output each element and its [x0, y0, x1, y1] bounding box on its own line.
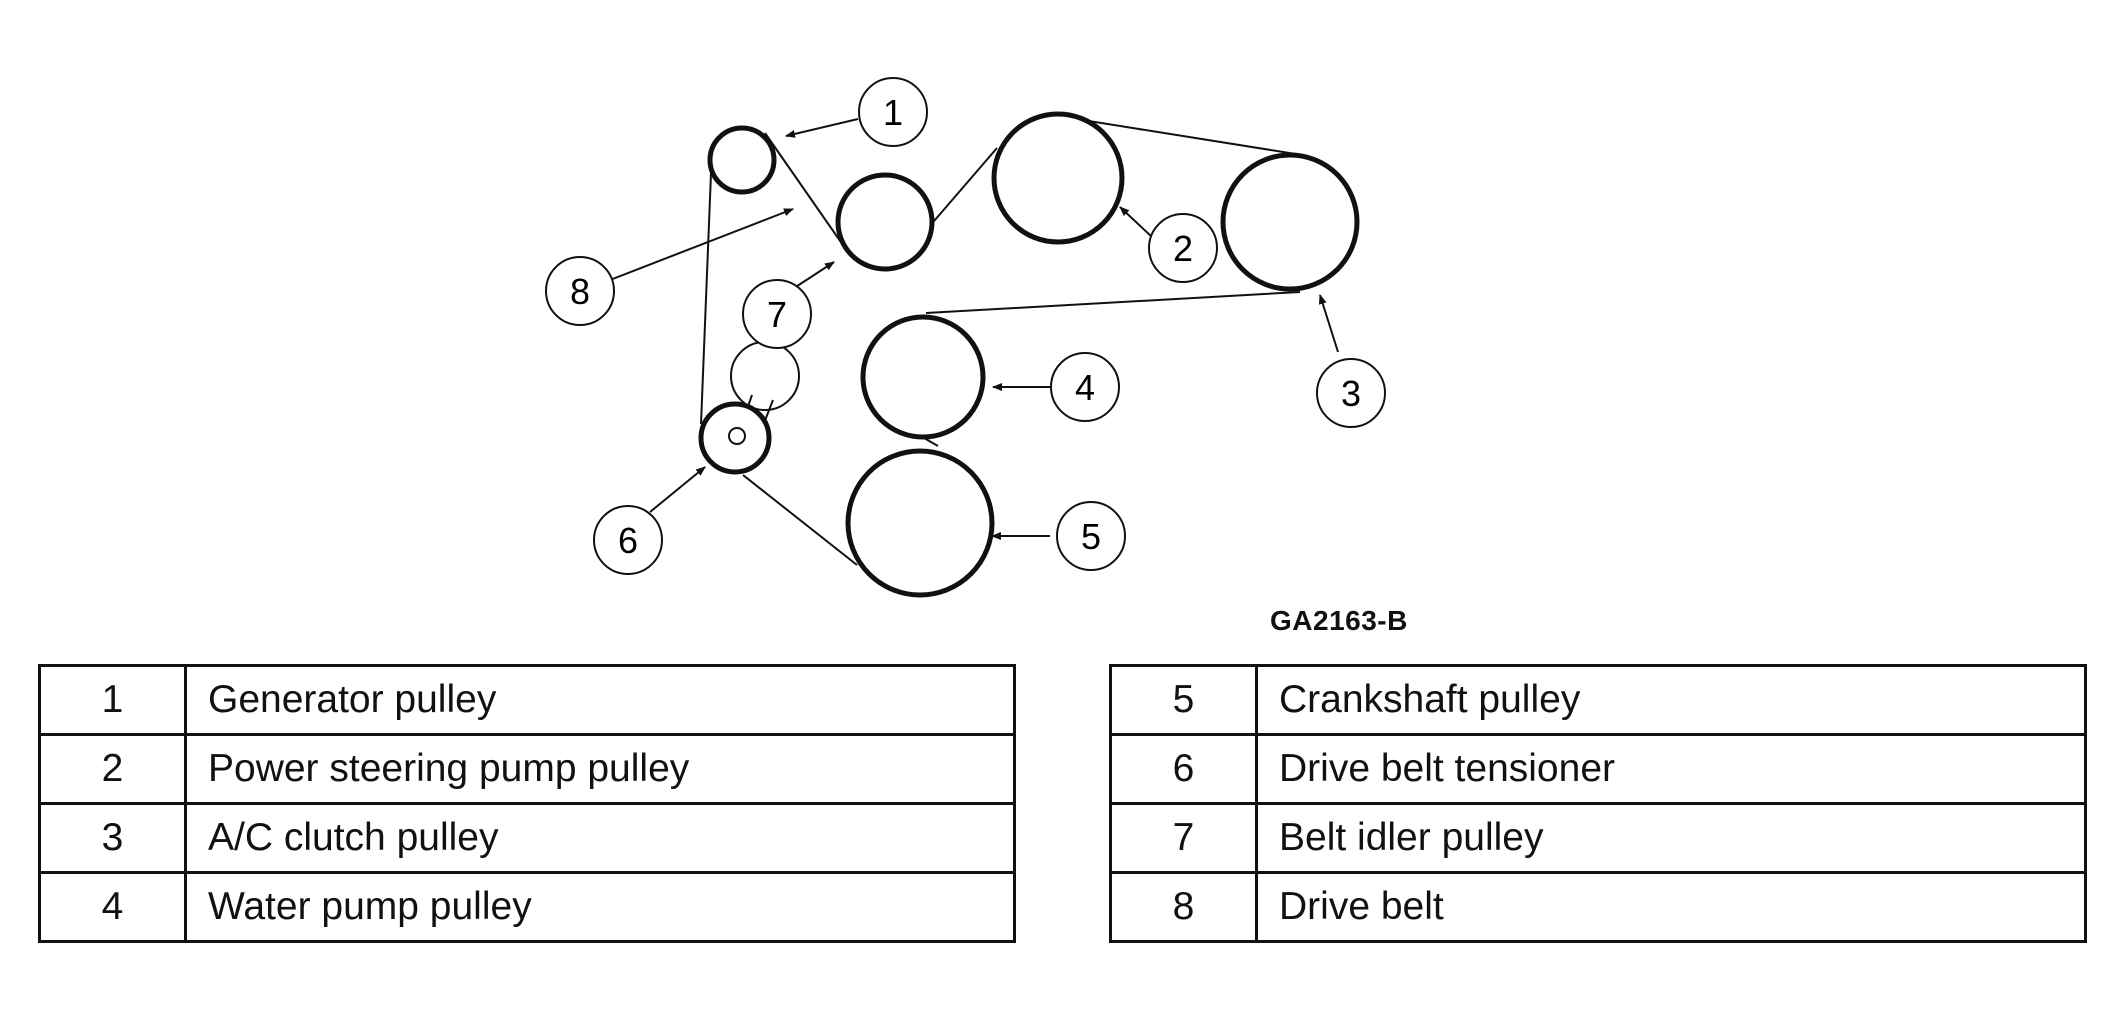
belt-segment	[921, 147, 998, 236]
legend-number: 7	[1109, 802, 1258, 874]
legend-number: 8	[1109, 871, 1258, 943]
legend-row: 2 Power steering pump pulley	[38, 733, 1016, 805]
callout-arrow-6	[649, 466, 706, 513]
callout-8: 8	[545, 256, 615, 326]
callout-bubbles: 1 2 3 4 5 6 7 8	[545, 77, 1386, 575]
legend-number: 2	[38, 733, 187, 805]
generator-pulley	[707, 125, 777, 195]
belt-segment	[925, 291, 1301, 314]
callout-arrow-8	[609, 208, 794, 281]
legend-table-left: 1 Generator pulley 2 Power steering pump…	[38, 664, 1016, 943]
legend-row: 5 Crankshaft pulley	[1109, 664, 2087, 736]
callout-arrow-3	[1318, 294, 1339, 353]
belt-idler-pulley	[730, 341, 800, 411]
water-pump-pulley	[860, 314, 986, 440]
callout-7: 7	[742, 279, 812, 349]
figure-code: GA2163-B	[1270, 605, 1408, 636]
legend-row: 1 Generator pulley	[38, 664, 1016, 736]
belt-segment	[700, 147, 713, 425]
legend-description: Drive belt tensioner	[1255, 733, 2087, 805]
callout-1: 1	[858, 77, 928, 147]
power-steering-pump-pulley	[991, 111, 1125, 245]
svg-text:8: 8	[570, 271, 590, 312]
legend-description: Power steering pump pulley	[184, 733, 1016, 805]
callout-2: 2	[1148, 213, 1218, 283]
legend-row: 7 Belt idler pulley	[1109, 802, 2087, 874]
legend-row: 3 A/C clutch pulley	[38, 802, 1016, 874]
callout-3: 3	[1316, 358, 1386, 428]
legend-description: Water pump pulley	[184, 871, 1016, 943]
legend-row: 6 Drive belt tensioner	[1109, 733, 2087, 805]
ac-clutch-pulley	[1220, 152, 1360, 292]
callout-4: 4	[1050, 352, 1120, 422]
legend-description: Generator pulley	[184, 664, 1016, 736]
legend-description: Belt idler pulley	[1255, 802, 2087, 874]
legend-description: A/C clutch pulley	[184, 802, 1016, 874]
callout-arrow-2	[1119, 206, 1153, 238]
callout-arrow-1	[785, 118, 859, 138]
legend-number: 4	[38, 871, 187, 943]
svg-text:2: 2	[1173, 228, 1193, 269]
svg-text:4: 4	[1075, 367, 1095, 408]
tensioner-pivot	[728, 427, 746, 445]
svg-text:3: 3	[1341, 373, 1361, 414]
callout-6: 6	[593, 505, 663, 575]
crankshaft-pulley	[845, 448, 995, 598]
belt-segment	[764, 132, 846, 249]
belt-routing-diagram: 1 2 3 4 5 6 7 8	[545, 77, 1386, 598]
legend-row: 4 Water pump pulley	[38, 871, 1016, 943]
svg-text:5: 5	[1081, 516, 1101, 557]
legend-number: 5	[1109, 664, 1258, 736]
legend-number: 6	[1109, 733, 1258, 805]
belt-segment	[742, 474, 858, 566]
drive-belt-pulley	[835, 172, 935, 272]
svg-text:1: 1	[883, 92, 903, 133]
legend-description: Crankshaft pulley	[1255, 664, 2087, 736]
legend-number: 3	[38, 802, 187, 874]
legend-table-right: 5 Crankshaft pulley 6 Drive belt tension…	[1109, 664, 2087, 943]
legend-number: 1	[38, 664, 187, 736]
pulleys	[698, 111, 1360, 598]
legend-row: 8 Drive belt	[1109, 871, 2087, 943]
legend-description: Drive belt	[1255, 871, 2087, 943]
svg-text:6: 6	[618, 520, 638, 561]
svg-text:7: 7	[767, 294, 787, 335]
callout-5: 5	[1056, 501, 1126, 571]
belt-segment	[1069, 117, 1303, 156]
